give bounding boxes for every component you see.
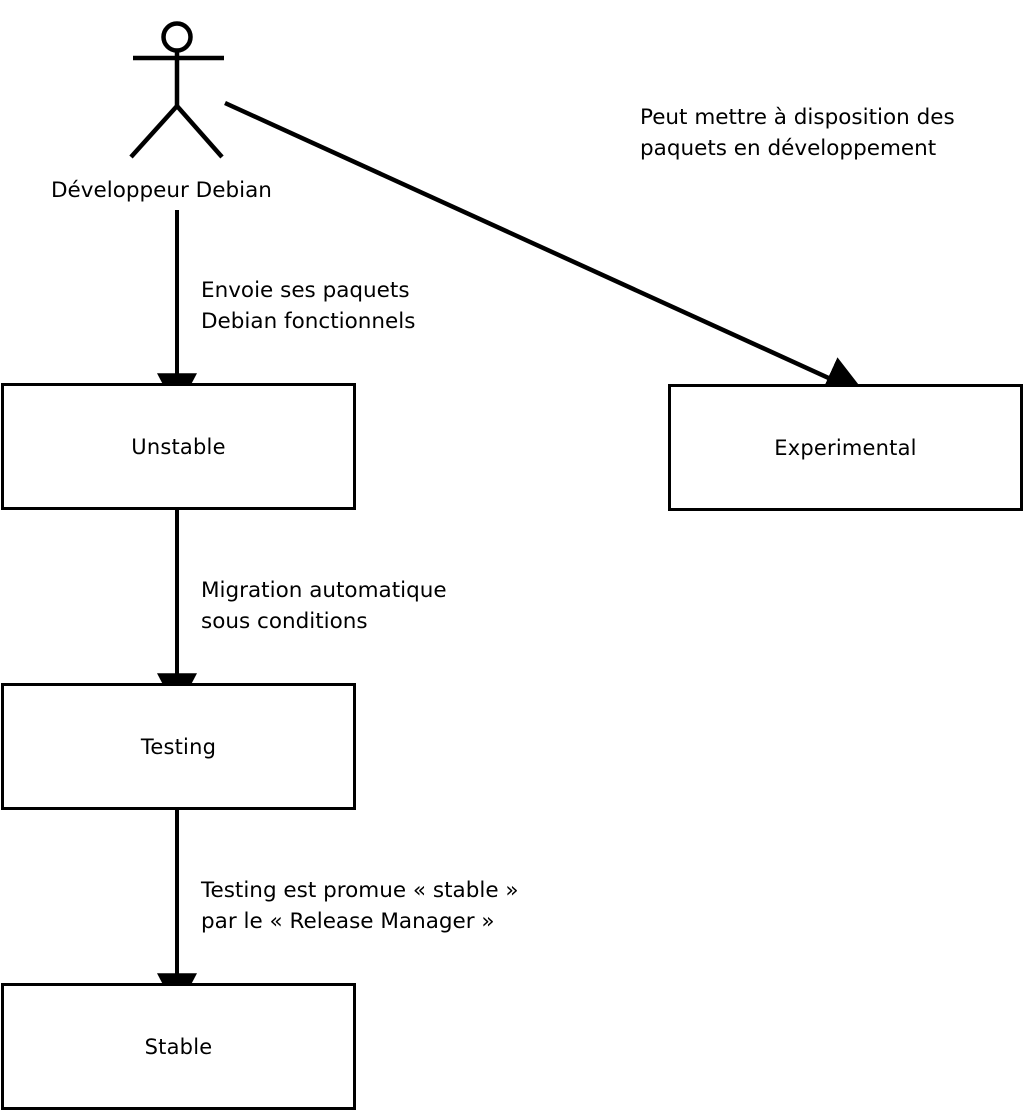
edge-label-dev-to-experimental: Peut mettre à disposition des paquets en… [640, 105, 955, 161]
node-experimental[interactable]: Experimental [668, 384, 1023, 511]
actor-stick-figure-icon [129, 21, 224, 159]
edge-dev-to-experimental [224, 100, 867, 399]
edge-label-testing-to-stable: Testing est promue « stable » par le « R… [201, 878, 519, 934]
node-stable[interactable]: Stable [1, 983, 356, 1110]
edge-label-unstable-to-testing: Migration automatique sous conditions [201, 578, 447, 634]
node-stable-label: Stable [144, 1034, 213, 1059]
edge-label-dev-to-unstable: Envoie ses paquets Debian fonctionnels [201, 278, 416, 334]
node-testing[interactable]: Testing [1, 683, 356, 810]
actor-label: Développeur Debian [51, 178, 272, 203]
node-unstable-label: Unstable [131, 434, 226, 459]
node-experimental-label: Experimental [774, 435, 917, 460]
node-testing-label: Testing [140, 734, 217, 759]
node-unstable[interactable]: Unstable [1, 383, 356, 510]
